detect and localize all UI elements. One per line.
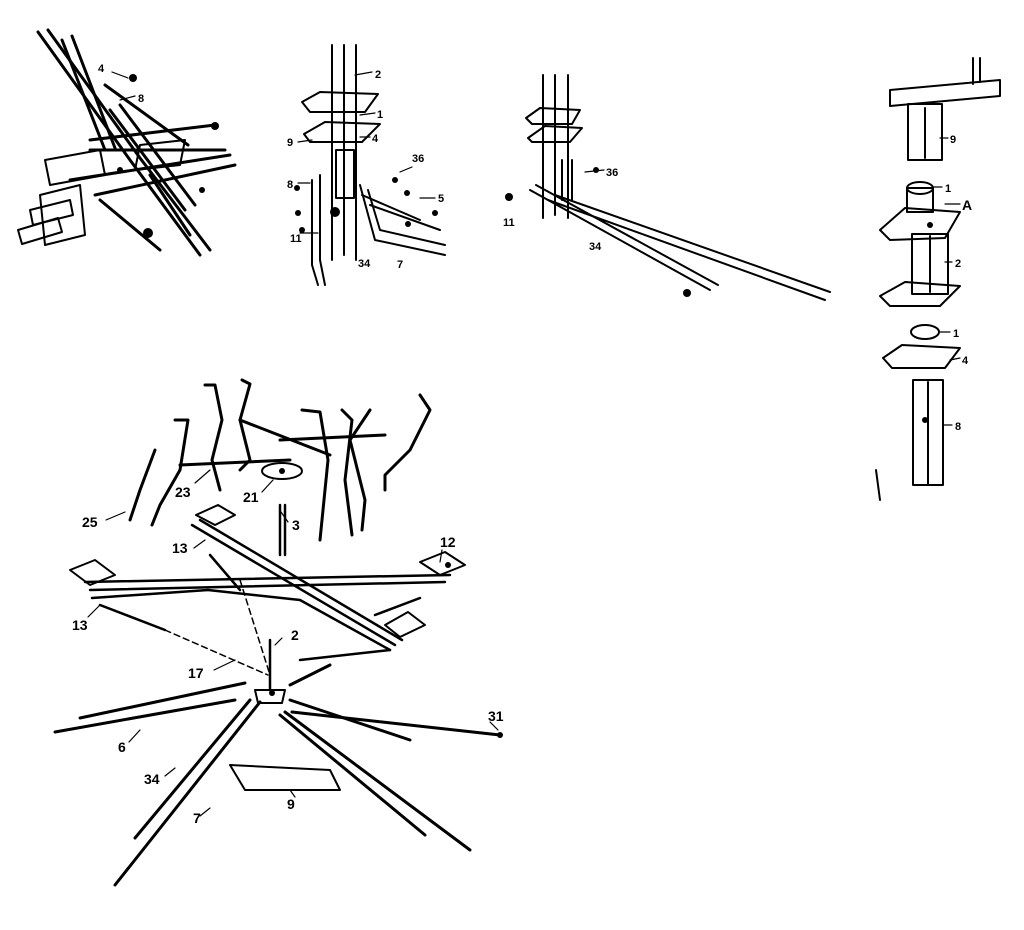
label: 12 [440, 534, 456, 550]
label: 25 [82, 514, 98, 530]
label: 13 [72, 617, 88, 633]
label: 36 [606, 167, 618, 179]
label: 34 [144, 771, 160, 787]
label: 31 [488, 708, 504, 724]
label: A [962, 197, 972, 213]
label: 2 [375, 69, 381, 81]
label: 4 [372, 133, 379, 145]
label: 17 [188, 665, 204, 681]
main-exploded-assembly: 25 23 21 3 13 12 13 2 17 6 34 7 9 31 [53, 378, 504, 887]
label: 36 [412, 153, 424, 165]
label: 4 [98, 63, 105, 75]
detail-a-hub-closeup: 4 8 [17, 28, 237, 257]
label: 21 [243, 489, 259, 505]
label: 11 [503, 217, 515, 229]
label: 1 [377, 109, 383, 121]
label: 9 [287, 137, 293, 149]
label: 9 [287, 796, 295, 812]
label: 34 [358, 258, 371, 270]
label: 5 [438, 193, 444, 205]
label: 1 [953, 328, 959, 340]
label: 9 [950, 134, 956, 146]
label: 4 [962, 355, 969, 367]
label: 3 [292, 517, 300, 533]
label: 6 [118, 739, 126, 755]
label: 13 [172, 540, 188, 556]
label: 11 [290, 233, 302, 245]
label: 7 [397, 259, 403, 271]
detail-b-post-assembly: 2 1 4 9 8 11 34 7 36 5 [287, 44, 446, 286]
label: 2 [955, 258, 961, 270]
detail-c-rod-assembly: 36 11 34 [503, 74, 831, 301]
label: 1 [945, 183, 951, 195]
label: 34 [589, 241, 602, 253]
detail-d-column-exploded: 9 1 A 2 1 4 8 [875, 57, 1001, 501]
label: 23 [175, 484, 191, 500]
label: 7 [193, 810, 201, 826]
label: 8 [287, 179, 293, 191]
label: 8 [138, 93, 144, 105]
label: 8 [955, 421, 961, 433]
label: 2 [291, 627, 299, 643]
